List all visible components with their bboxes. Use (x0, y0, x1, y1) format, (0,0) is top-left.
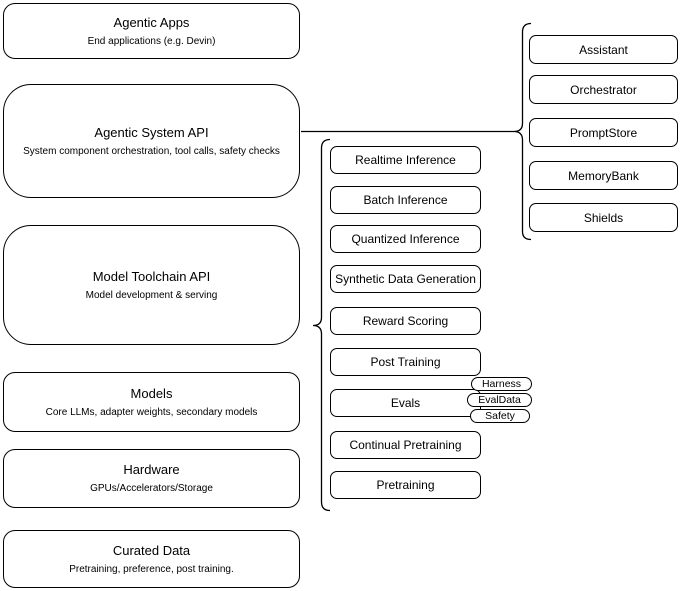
node-realtime-inference: Realtime Inference (330, 146, 481, 174)
tag-safety: Safety (470, 409, 530, 423)
model-toolchain-api-subtitle: Model development & serving (85, 289, 218, 301)
node-assistant: Assistant (529, 35, 678, 64)
models-subtitle: Core LLMs, adapter weights, secondary mo… (45, 406, 258, 418)
node-quantized-inference: Quantized Inference (330, 225, 481, 253)
tag-harness: Harness (471, 377, 532, 391)
box-agentic-apps: Agentic Apps End applications (e.g. Devi… (3, 3, 300, 59)
box-models: Models Core LLMs, adapter weights, secon… (3, 372, 300, 432)
node-reward-scoring: Reward Scoring (330, 307, 481, 335)
node-synthetic-data-generation: Synthetic Data Generation (330, 265, 481, 293)
hardware-subtitle: GPUs/Accelerators/Storage (90, 483, 213, 494)
model-toolchain-api-title: Model Toolchain API (92, 268, 211, 284)
tag-evaldata: EvalData (467, 393, 532, 407)
models-title: Models (130, 385, 173, 401)
node-orchestrator: Orchestrator (529, 75, 678, 104)
node-evals: Evals (330, 389, 481, 417)
node-shields: Shields (529, 203, 678, 232)
curated-data-title: Curated Data (112, 542, 191, 558)
box-hardware: Hardware GPUs/Accelerators/Storage (3, 449, 300, 508)
curated-data-subtitle: Pretraining, preference, post training. (69, 563, 234, 575)
hardware-title: Hardware (123, 462, 180, 477)
agentic-system-api-title: Agentic System API (94, 124, 209, 140)
node-batch-inference: Batch Inference (330, 186, 481, 214)
node-pretraining: Pretraining (330, 471, 481, 499)
node-continual-pretraining: Continual Pretraining (330, 431, 481, 459)
node-memorybank: MemoryBank (529, 161, 678, 190)
box-model-toolchain-api: Model Toolchain API Model development & … (3, 225, 300, 345)
agentic-system-api-subtitle: System component orchestration, tool cal… (23, 145, 280, 157)
agentic-apps-title: Agentic Apps (113, 14, 190, 30)
toolchain-brace (312, 138, 331, 512)
box-agentic-system-api: Agentic System API System component orch… (3, 84, 300, 198)
agentic-apps-subtitle: End applications (e.g. Devin) (87, 35, 216, 47)
node-post-training: Post Training (330, 348, 481, 376)
box-curated-data: Curated Data Pretraining, preference, po… (3, 530, 300, 588)
node-promptstore: PromptStore (529, 118, 678, 147)
